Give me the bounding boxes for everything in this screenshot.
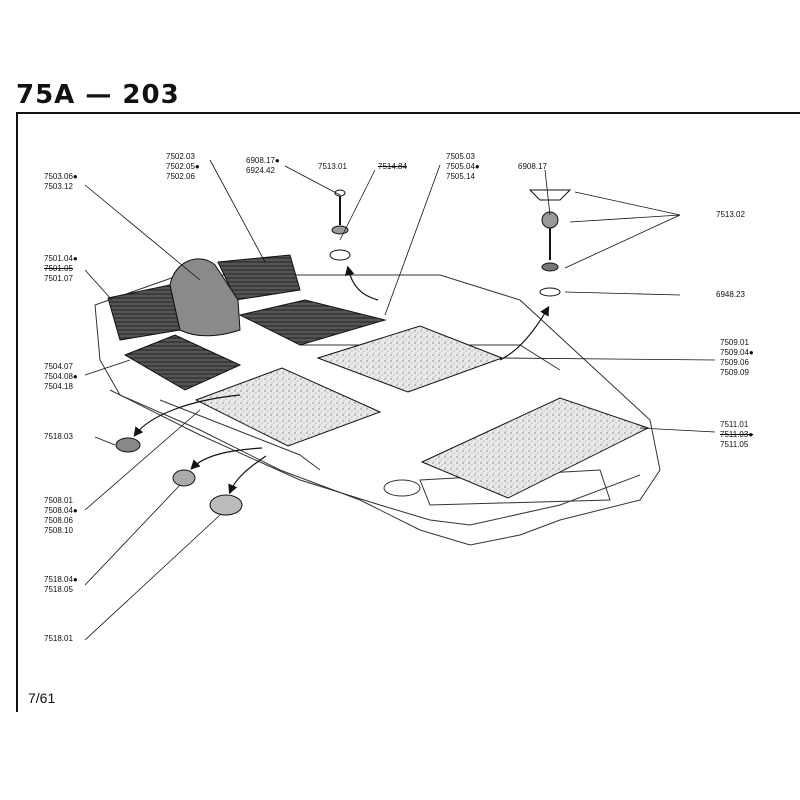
front-left-mat xyxy=(107,284,181,341)
callout-6908-b: 6908.17 xyxy=(518,162,547,171)
arrows xyxy=(133,265,550,495)
clip-fastener-group xyxy=(528,189,572,297)
callout-7518-a: 7518.03 xyxy=(44,432,73,441)
stud-screw-group xyxy=(329,189,351,261)
frame-top-border xyxy=(16,112,800,114)
callout-7513-b: 7513.02 xyxy=(716,210,745,219)
callout-7513-a: 7513.01 xyxy=(318,162,347,171)
page-number: 7/61 xyxy=(28,690,56,706)
callout-6948: 6948.23 xyxy=(716,290,745,299)
frame-left-border xyxy=(16,112,18,712)
center-floor-mat xyxy=(238,299,387,346)
callout-7518-b: 7518.04●7518.05 xyxy=(44,575,78,594)
floor-panel-rear xyxy=(420,397,650,499)
grommets xyxy=(115,437,243,516)
rear-left-mat xyxy=(123,334,242,391)
callout-7503: 7503.06●7503.12 xyxy=(44,172,78,191)
callout-7518-c: 7518.01 xyxy=(44,634,73,643)
tunnel-cover xyxy=(169,258,241,337)
leader-lines xyxy=(84,159,716,641)
callout-6908-a: 6908.17●6924.42 xyxy=(246,156,280,175)
page-title: 75A — 203 xyxy=(16,80,180,110)
floor-panel-center xyxy=(316,325,504,393)
callout-7514: 7514.84 xyxy=(378,162,407,171)
floor-panel-left xyxy=(194,367,382,447)
